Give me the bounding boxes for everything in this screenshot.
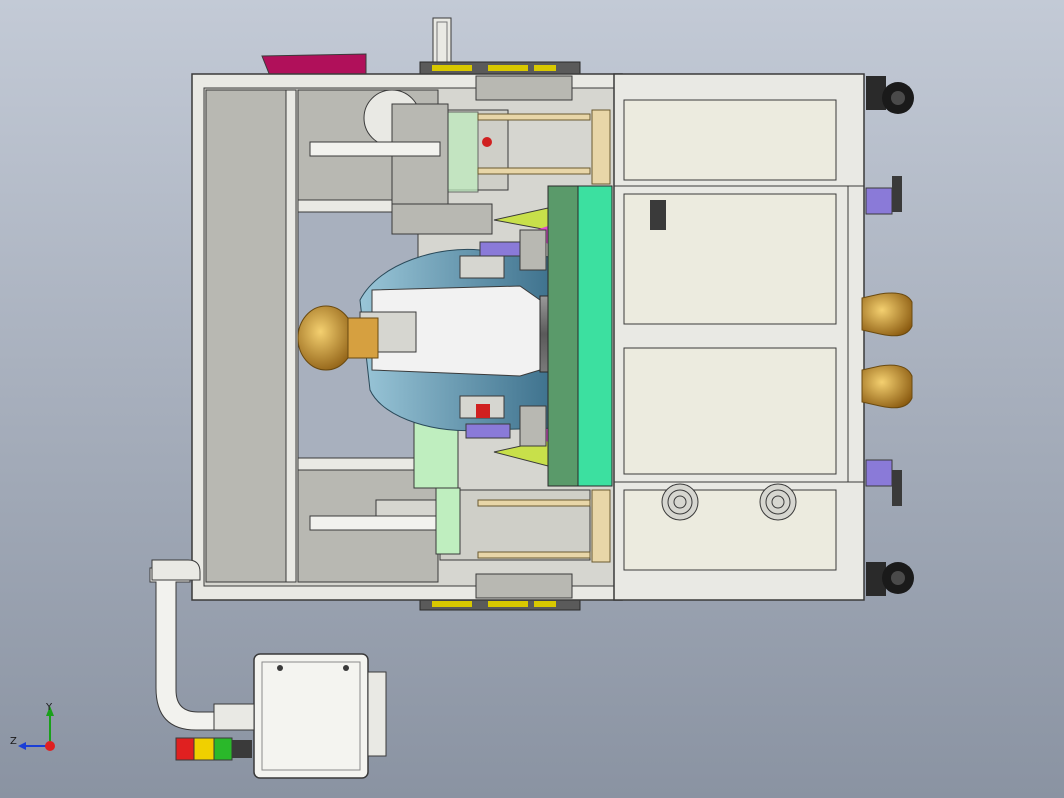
side-mechanisms [459,229,547,447]
control-box [213,653,387,779]
triad-y-label: Y [45,702,53,713]
green-mounting-plate [547,185,613,487]
top-handle [432,17,452,67]
triad-z-label: Z [10,736,17,747]
left-panel [205,89,297,583]
gold-suction-cups [861,292,913,409]
mannequin-torso [359,248,561,432]
exhaust-duct [149,559,247,731]
mannequin-head [297,305,379,371]
coordinate-triad: Y Z [10,702,55,751]
guide-rods [477,109,611,563]
caster-wheels [866,76,914,596]
signal-tower [175,737,252,761]
magenta-cover [261,53,367,77]
top-rail [419,61,581,75]
light-green-block-upper [447,111,479,193]
triad-x-origin [45,741,55,751]
electrical-cabinet [613,73,865,601]
cooling-fans [661,483,797,521]
fan-left [661,483,699,521]
fan-right [759,483,797,521]
purple-connectors [865,176,902,506]
